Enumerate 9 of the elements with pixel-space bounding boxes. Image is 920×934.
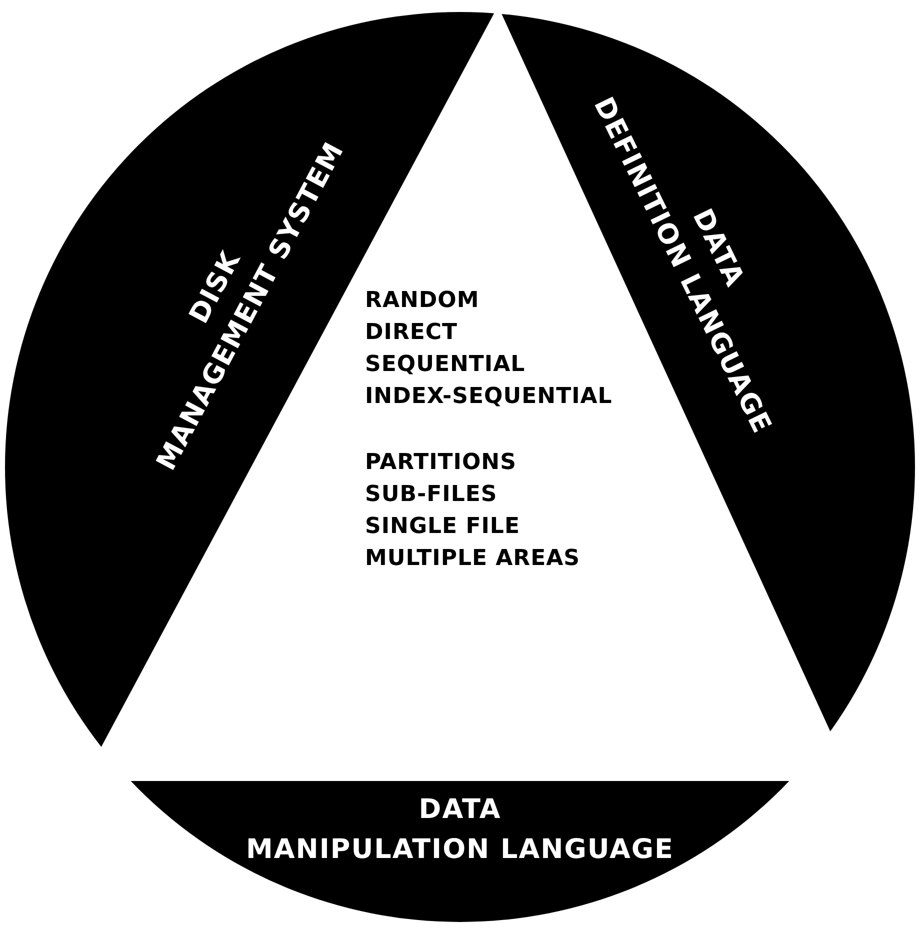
list-item: SUB-FILES xyxy=(365,481,498,509)
list-item: PARTITIONS xyxy=(365,449,516,477)
list-item: SINGLE FILE xyxy=(365,513,520,541)
segment-label: DATA MANIPULATION LANGUAGE xyxy=(246,793,674,867)
list-item: DIRECT xyxy=(365,319,458,347)
list-item: RANDOM xyxy=(365,287,480,315)
list-item: INDEX-SEQUENTIAL xyxy=(365,383,612,411)
list-item: MULTIPLE AREAS xyxy=(365,545,580,573)
list-item: SEQUENTIAL xyxy=(365,351,526,379)
